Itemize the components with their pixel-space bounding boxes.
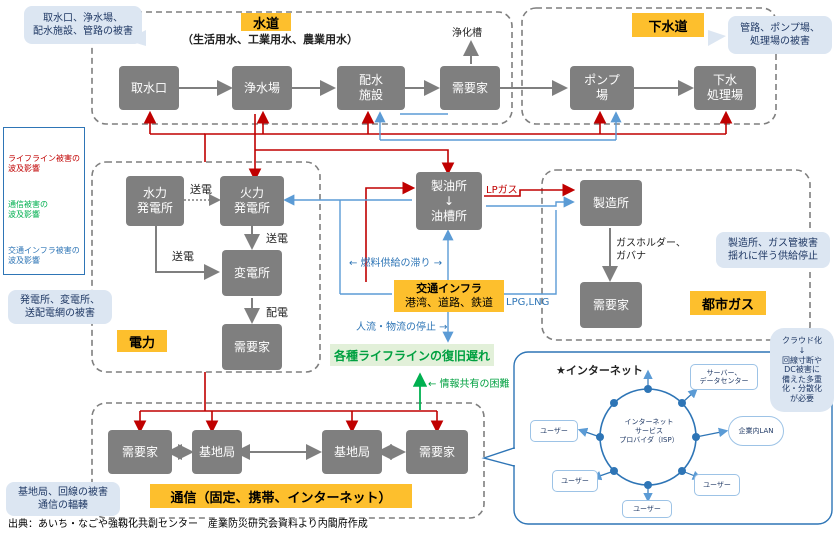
power-note: 発電所、変電所、 送配電網の被害 [8,290,112,324]
intake-node: 取水口 [119,66,179,110]
refinery-node: 製油所 ↓ 油槽所 [416,172,482,230]
water-subtitle: （生活用水、工業用水、農業用水） [182,33,358,46]
sewage-treatment-node: 下水 処理場 [694,66,756,110]
power-title: 電力 [117,330,167,352]
gas-consumer-node: 需要家 [580,282,642,328]
source-caption: 出典：あいち・なごや強靱化共創センター 産業防災研究会資料より内閣府作成 [8,519,368,530]
gas-plant-node: 製造所 [580,180,642,226]
user-left-node: ユーザー [530,420,578,442]
transmission-label-left: 送電 [172,250,194,263]
thermal-plant-node: 火力 発電所 [220,176,284,226]
water-note: 取水口、浄水場、 配水施設、管路の被害 [24,6,142,44]
base-station-left-node: 基地局 [192,430,242,474]
septic-tank-label: 浄化槽 [452,28,482,39]
recovery-delay-box: 各種ライフラインの復旧遅れ [330,344,494,366]
lpg-lng-label: LPG,LNG [506,297,550,308]
lp-gas-label: LPガス [486,185,518,196]
base-station-right-node: 基地局 [322,430,382,474]
power-consumer-node: 需要家 [222,324,282,370]
water-frame [91,11,513,125]
cloud-note: クラウド化 ↓ 回線寸断や DC被害に 備えた多重 化・分散化 が必要 [770,328,834,412]
power-frame [91,161,321,373]
legend-transport: 交通インフラ被害の 波及影響 [8,246,80,265]
user-bottom-node: ユーザー [622,500,672,518]
internet-title: ★インターネット [556,364,643,377]
distribution-label: 配電 [266,306,288,319]
telecom-frame [91,402,485,519]
telecom-consumer-right-node: 需要家 [406,430,468,474]
telecom-consumer-left-node: 需要家 [108,430,172,474]
info-share-label: ← 情報共有の困難 [428,379,510,390]
water-distribution-node: 配水 施設 [337,66,405,110]
transmission-label-top: 送電 [190,183,212,196]
user-bottom-left-node: ユーザー [552,470,598,492]
user-bottom-right-node: ユーザー [694,474,740,496]
fuel-supply-label: ← 燃料供給の滞り → [349,258,443,269]
hydro-plant-node: 水力 発電所 [126,176,184,226]
server-node: サーバー、 データセンター [690,364,758,390]
transport-infra-box: 交通インフラ 港湾、道路、鉄道 [394,280,504,312]
transport-title: 交通インフラ [416,282,482,296]
sewer-title: 下水道 [632,13,704,37]
sewer-frame [521,7,777,125]
gas-note: 製造所、ガス管被害 揺れに伴う供給停止 [716,232,830,268]
transport-sub: 港湾、道路、鉄道 [405,296,493,309]
legend-lifeline: ライフライン被害の 波及影響 [8,154,80,173]
sewer-note: 管路、ポンプ場、 処理場の被害 [728,16,832,54]
telecom-note: 基地局、回線の被害 通信の輻輳 [6,482,120,516]
isp-label: インターネット サービス プロバイダ（ISP） [619,418,679,444]
telecom-title: 通信（固定、携帯、インターネット） [150,484,412,508]
water-title: 水道 [241,13,291,32]
flow-stop-label: 人流・物流の停止 → [356,322,448,333]
water-consumer-node: 需要家 [440,66,500,110]
legend: ライフライン被害の 波及影響 通信被害の 波及影響 交通インフラ被害の 波及影響 [3,127,85,275]
purification-plant-node: 浄水場 [232,66,292,110]
substation-node: 変電所 [222,250,282,296]
enterprise-lan-node: 企業内LAN [728,416,784,446]
legend-telecom: 通信被害の 波及影響 [8,200,48,219]
gas-title: 都市ガス [690,291,766,315]
gas-holder-label: ガスホルダー、 ガバナ [616,238,686,262]
transmission-label-mid: 送電 [266,232,288,245]
pump-station-node: ポンプ 場 [570,66,634,110]
